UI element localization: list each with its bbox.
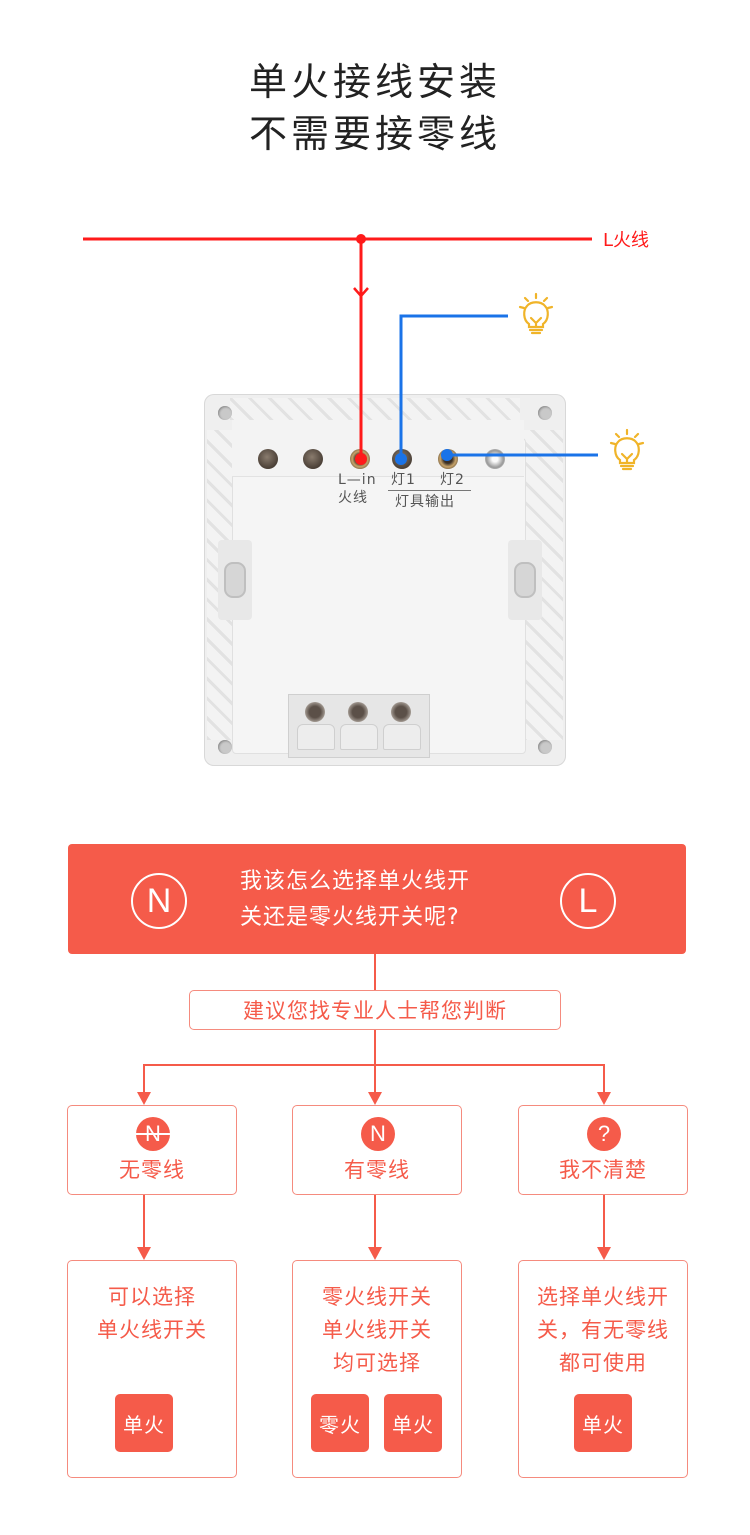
option-no-neutral: N 无零线 bbox=[67, 1105, 237, 1195]
wiring-diagram bbox=[83, 234, 645, 471]
bottom-clamp bbox=[297, 724, 335, 750]
connector bbox=[603, 1195, 605, 1247]
corner-hole bbox=[538, 740, 552, 754]
result-line: 都可使用 bbox=[559, 1351, 647, 1375]
lamp2-wire bbox=[441, 449, 598, 461]
terminal-screw bbox=[258, 449, 278, 469]
connector bbox=[143, 1195, 145, 1247]
neutral-n-icon: N bbox=[131, 873, 187, 929]
neutral-icon: N bbox=[361, 1117, 395, 1151]
question-text: 我该怎么选择单火线开 关还是零火线开关呢? bbox=[240, 864, 520, 936]
terminal-label-lamp1: 灯1 bbox=[391, 472, 416, 488]
single-live-tag: 单火 bbox=[115, 1394, 173, 1452]
result-unsure: 选择单火线开 关，有无零线 都可使用 单火 bbox=[518, 1260, 688, 1478]
result-line: 关，有无零线 bbox=[537, 1318, 669, 1342]
lamp1-wire bbox=[395, 314, 508, 465]
arrow-down-icon bbox=[368, 1092, 382, 1105]
result-line: 均可选择 bbox=[333, 1351, 421, 1375]
plate-top-ribs bbox=[230, 398, 520, 420]
arrow-down-icon bbox=[137, 1092, 151, 1105]
arrow-down-icon bbox=[368, 1247, 382, 1260]
mount-slot bbox=[514, 562, 536, 598]
live-wire bbox=[83, 234, 592, 465]
connector bbox=[143, 1064, 145, 1092]
output-group-label: 灯具输出 bbox=[395, 494, 455, 510]
option-label: 有零线 bbox=[344, 1158, 410, 1182]
result-no-neutral: 可以选择 单火线开关 单火 bbox=[67, 1260, 237, 1478]
live-l-icon: L bbox=[560, 873, 616, 929]
bottom-screw bbox=[391, 702, 411, 722]
single-live-tag: 单火 bbox=[574, 1394, 632, 1452]
result-text: 零火线开关 单火线开关 均可选择 bbox=[293, 1281, 461, 1380]
mount-slot bbox=[224, 562, 246, 598]
bulb-icon bbox=[518, 292, 554, 335]
result-line: 单火线开关 bbox=[97, 1318, 207, 1342]
arrow-down-icon bbox=[137, 1247, 151, 1260]
terminal-strip bbox=[232, 420, 524, 477]
headline-line-2: 不需要接零线 bbox=[248, 112, 501, 156]
connector bbox=[603, 1064, 605, 1092]
terminal-label-lin: L—in bbox=[338, 472, 377, 488]
corner-hole bbox=[218, 740, 232, 754]
arrow-down-icon bbox=[597, 1247, 611, 1260]
result-line: 选择单火线开 bbox=[537, 1285, 669, 1309]
bottom-screw bbox=[348, 702, 368, 722]
headline-line-1: 单火接线安装 bbox=[248, 60, 501, 104]
bulb-icon bbox=[609, 428, 645, 471]
advice-box: 建议您找专业人士帮您判断 bbox=[189, 990, 561, 1030]
question-line-2: 关还是零火线开关呢? bbox=[240, 905, 460, 930]
terminal-label-live: 火线 bbox=[338, 490, 368, 506]
option-unsure: ? 我不清楚 bbox=[518, 1105, 688, 1195]
result-text: 可以选择 单火线开关 bbox=[68, 1281, 236, 1347]
down-arrow-icon bbox=[353, 287, 369, 298]
bottom-clamp bbox=[383, 724, 421, 750]
result-line: 可以选择 bbox=[108, 1285, 196, 1309]
terminal-label-lamp2: 灯2 bbox=[440, 472, 465, 488]
result-line: 零火线开关 bbox=[322, 1285, 432, 1309]
mount-tab-right bbox=[508, 540, 542, 620]
connector-horizontal bbox=[143, 1064, 605, 1066]
connector bbox=[374, 1195, 376, 1247]
result-text: 选择单火线开 关，有无零线 都可使用 bbox=[519, 1281, 687, 1380]
connector bbox=[374, 954, 376, 990]
question-mark-icon: ? bbox=[587, 1117, 621, 1151]
option-has-neutral: N 有零线 bbox=[292, 1105, 462, 1195]
corner-hole bbox=[218, 406, 232, 420]
output-divider bbox=[388, 490, 471, 491]
bottom-clamp bbox=[340, 724, 378, 750]
result-has-neutral: 零火线开关 单火线开关 均可选择 零火 单火 bbox=[292, 1260, 462, 1478]
arrow-down-icon bbox=[597, 1092, 611, 1105]
mount-tab-left bbox=[218, 540, 252, 620]
corner-hole bbox=[538, 406, 552, 420]
option-label: 无零线 bbox=[119, 1158, 185, 1182]
bottom-screw bbox=[305, 702, 325, 722]
live-wire-label: L火线 bbox=[603, 230, 650, 251]
question-line-1: 我该怎么选择单火线开 bbox=[240, 869, 471, 894]
no-neutral-icon: N bbox=[136, 1117, 170, 1151]
terminal-screw bbox=[303, 449, 323, 469]
option-label: 我不清楚 bbox=[559, 1158, 647, 1182]
connector bbox=[374, 1030, 376, 1092]
neutral-live-tag: 零火 bbox=[311, 1394, 369, 1452]
result-line: 单火线开关 bbox=[322, 1318, 432, 1342]
single-live-tag: 单火 bbox=[384, 1394, 442, 1452]
